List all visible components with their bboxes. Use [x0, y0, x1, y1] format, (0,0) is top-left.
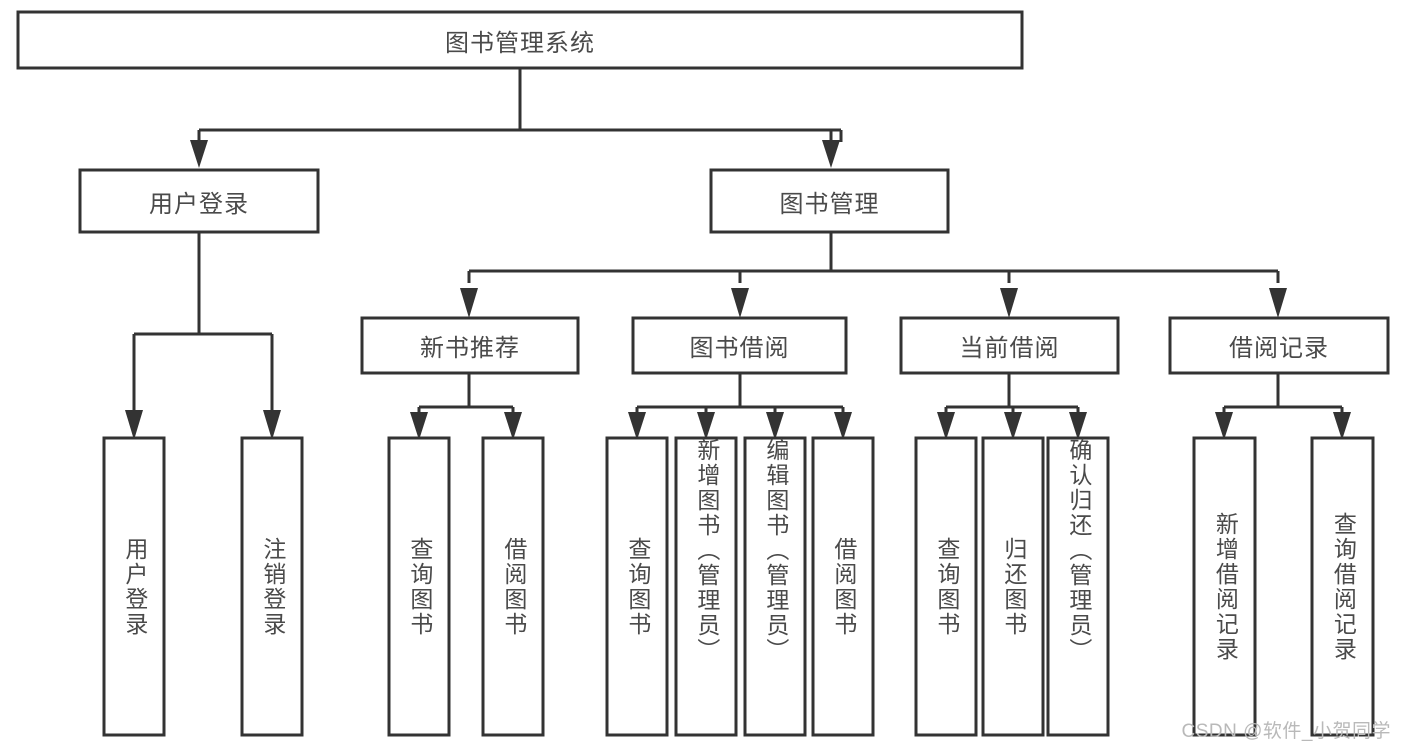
connector-newbook-to-leaves	[410, 373, 522, 440]
connector-current-to-leaves	[937, 373, 1087, 440]
node-leaf-return-book[interactable]	[981, 436, 1045, 737]
arrow-to-bookmgmt	[822, 140, 840, 168]
node-bookmgmt[interactable]	[709, 168, 950, 234]
node-leaf-query-book-3[interactable]	[914, 436, 978, 737]
node-leaf-borrow-book-1[interactable]	[481, 436, 545, 737]
node-leaf-add-book[interactable]	[674, 436, 738, 737]
node-root[interactable]	[16, 10, 1024, 70]
node-leaf-confirm-return[interactable]	[1046, 436, 1110, 737]
node-login[interactable]	[78, 168, 320, 234]
node-leaf-query-book-1[interactable]	[387, 436, 451, 737]
connector-login-to-leaves	[125, 232, 281, 440]
node-leaf-add-record[interactable]	[1192, 436, 1257, 737]
node-leaf-user-logout[interactable]	[240, 436, 304, 737]
node-leaf-user-login[interactable]	[102, 436, 166, 737]
node-borrow[interactable]	[631, 316, 848, 375]
connector-bookmgmt-to-level3	[460, 232, 1287, 318]
node-leaf-borrow-book-2[interactable]	[811, 436, 875, 737]
node-record[interactable]	[1168, 316, 1390, 375]
watermark: CSDN @软件_小贺同学	[1181, 721, 1391, 742]
node-leaf-query-record[interactable]	[1310, 436, 1375, 737]
arrow-to-login	[190, 140, 208, 168]
connector-record-to-leaves	[1215, 373, 1351, 440]
node-leaf-query-book-2[interactable]	[605, 436, 669, 737]
connector-borrow-to-leaves	[628, 373, 852, 440]
node-current[interactable]	[899, 316, 1120, 375]
node-leaf-edit-book[interactable]	[743, 436, 807, 737]
node-newbook[interactable]	[360, 316, 580, 375]
connector-root-to-level2	[190, 68, 843, 168]
